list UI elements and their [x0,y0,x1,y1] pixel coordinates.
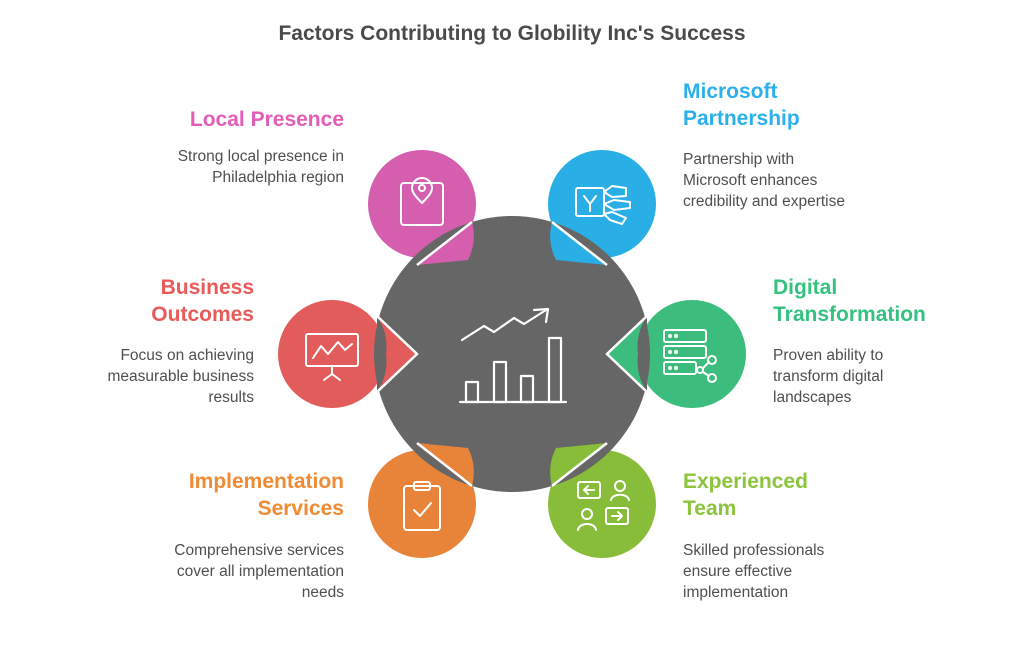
central-hub [374,216,650,492]
microsoft-partnership-node [548,150,656,258]
presentation-chart-icon [305,333,359,381]
microsoft-partnership-description: Partnership with Microsoft enhances cred… [683,151,845,210]
local-presence-node [368,150,476,258]
business-outcomes-heading: Business Outcomes [151,276,254,326]
digital-transformation-heading: Digital Transformation [773,276,926,326]
digital-transformation-description: Proven ability to transform digital land… [773,347,884,406]
central-hub-circle [374,216,650,492]
experienced-team-heading: Experienced Team [683,470,808,520]
growth-chart-icon [458,307,568,404]
experienced-team-circle [548,450,656,558]
clipboard-check-icon [403,481,441,531]
business-outcomes-description: Focus on achieving measurable business r… [107,347,254,406]
microsoft-partnership-heading: Microsoft Partnership [683,80,800,130]
implementation-services-node [368,450,476,558]
team-communication-icon [577,480,630,531]
local-presence-description: Strong local presence in Philadelphia re… [177,148,344,186]
experienced-team-description: Skilled professionals ensure effective i… [683,542,825,601]
implementation-services-description: Comprehensive services cover all impleme… [174,542,344,601]
digital-transformation-node [638,300,746,408]
implementation-services-heading: Implementation Services [188,470,344,520]
microsoft-partnership-circle [548,150,656,258]
server-network-icon [663,329,717,383]
experienced-team-node [548,450,656,558]
implementation-services-circle [368,450,476,558]
map-pin-icon [400,177,444,226]
business-outcomes-node [278,300,386,408]
local-presence-heading: Local Presence [189,108,344,131]
digital-transformation-circle [638,300,746,408]
local-presence-circle [368,150,476,258]
business-outcomes-circle [278,300,386,408]
diagram-title: Factors Contributing to Globility Inc's … [278,22,746,45]
yammer-icon [575,185,631,225]
